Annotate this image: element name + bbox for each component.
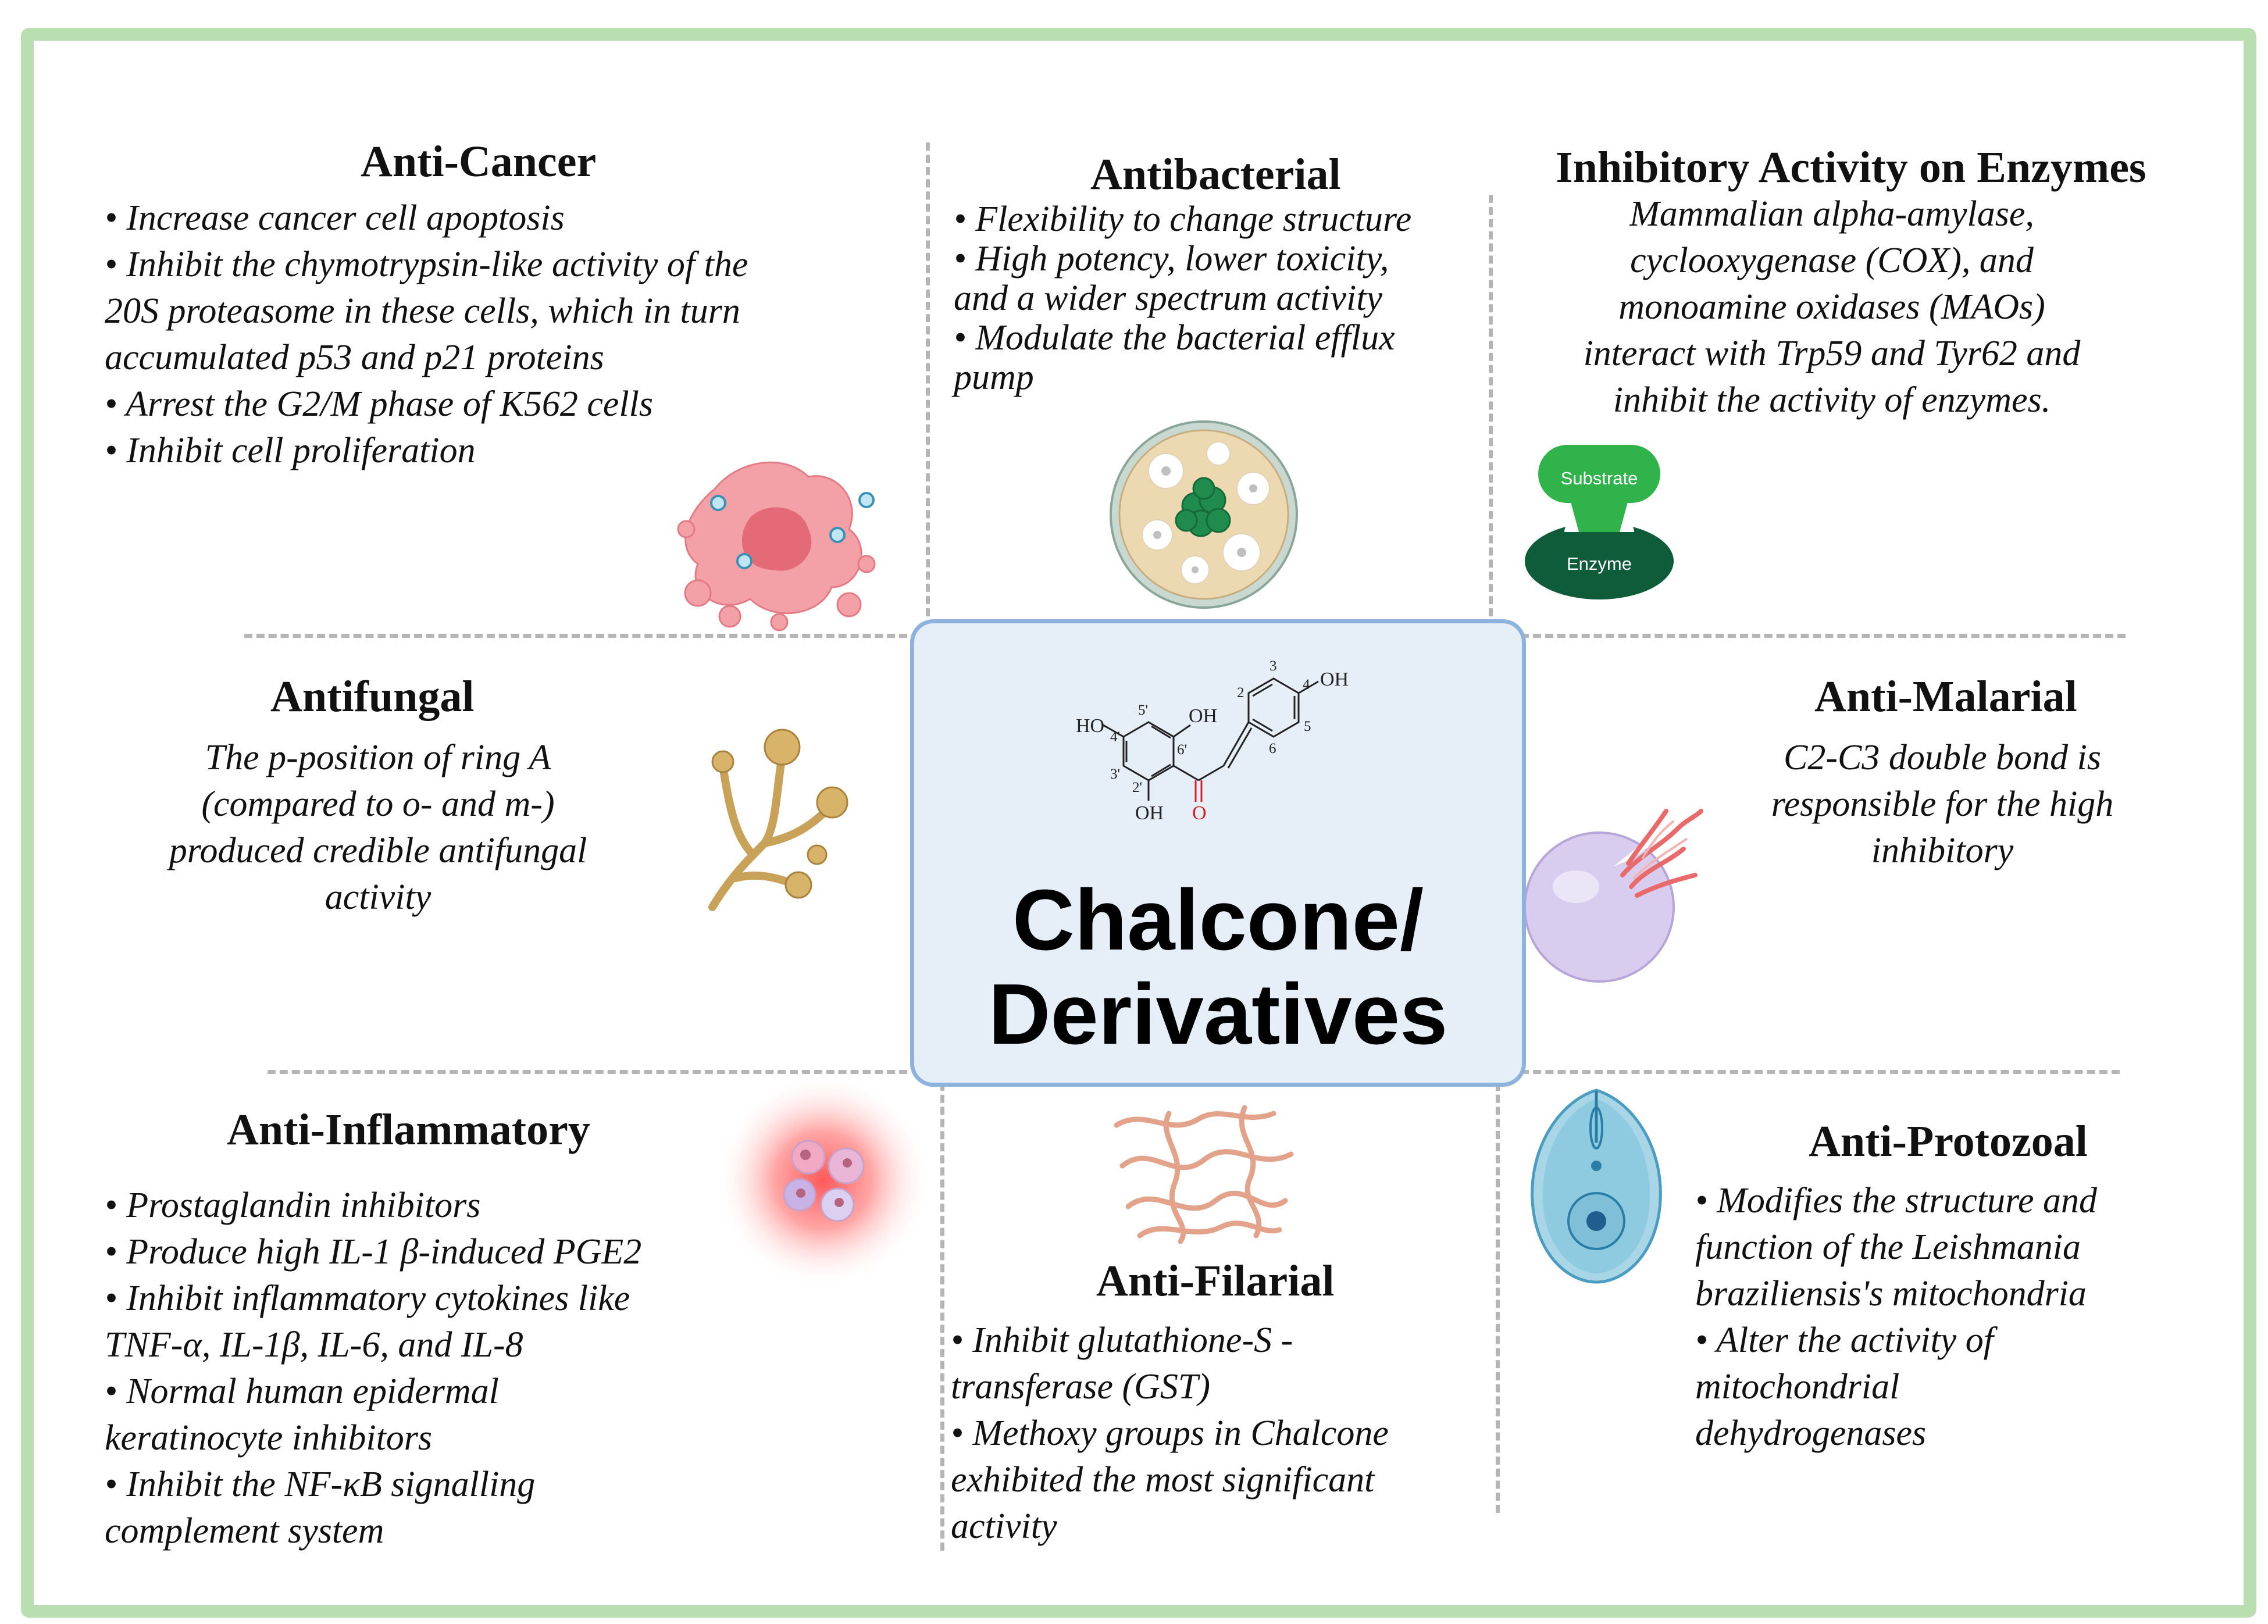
label-ho-left: HO [1076, 715, 1104, 737]
enzyme-label: Enzyme [1567, 554, 1632, 574]
enzymes-title: Inhibitory Activity on Enzymes [1556, 143, 2146, 192]
label-oh-bottom: OH [1135, 802, 1164, 824]
fungus-icon [708, 729, 848, 911]
text-line: • Inhibit inflammatory cytokines like [105, 1279, 630, 1318]
divider-right-lower [1521, 1070, 2120, 1074]
text-line: braziliensis's mitochondria [1695, 1274, 2087, 1314]
num-5: 5 [1304, 719, 1311, 734]
text-line: complement system [105, 1511, 384, 1551]
text-line: Mammalian alpha-amylase, [1629, 194, 2034, 234]
num-6p: 6' [1177, 742, 1187, 758]
anti-protozoal-title: Anti-Protozoal [1809, 1117, 2088, 1166]
text-line: The p-position of ring A [205, 738, 551, 777]
center-box: HO OH OH OH O 2 3 4 5 6 5' 4' 6' 3' 2' C… [910, 619, 1526, 1087]
substrate-label: Substrate [1561, 468, 1638, 488]
text-line: • Methoxy groups in Chalcone [951, 1414, 1389, 1453]
text-line: • Alter the activity of [1695, 1320, 1994, 1360]
text-line: accumulated p53 and p21 proteins [105, 338, 604, 377]
center-title: Chalcone/ Derivatives [914, 873, 1522, 1062]
label-oh-top: OH [1189, 705, 1217, 727]
text-line: transferase (GST) [951, 1367, 1211, 1407]
anti-inflammatory-title: Anti-Inflammatory [227, 1105, 590, 1154]
text-line: dehydrogenases [1695, 1414, 1927, 1453]
antibacterial-title: Antibacterial [1090, 150, 1341, 199]
anti-malarial-text: C2-C3 double bond is responsible for the… [1675, 734, 2210, 874]
anti-filarial-text: • Inhibit glutathione-S - transferase (G… [951, 1317, 1389, 1550]
inflamed-cells-icon [715, 1073, 930, 1288]
text-line: • Arrest the G2/M phase of K562 cells [105, 384, 654, 424]
antibacterial-text: • Flexibility to change structure • High… [954, 199, 1411, 397]
label-oh-right: OH [1320, 669, 1349, 690]
text-line: • Flexibility to change structure [954, 199, 1412, 239]
text-line: C2-C3 double bond is [1784, 738, 2101, 777]
text-line: monoamine oxidases (MAOs) [1618, 287, 2045, 327]
text-line: produced credible antifungal [169, 831, 587, 870]
num-5p: 5' [1138, 702, 1148, 718]
text-line: • Modulate the bacterial efflux [954, 318, 1395, 358]
text-line: inhibit the activity of enzymes. [1613, 380, 2051, 420]
text-line: exhibited the most significant [951, 1460, 1375, 1500]
text-line: activity [951, 1507, 1057, 1546]
anti-cancer-title: Anti-Cancer [361, 137, 597, 186]
text-line: • Normal human epidermal [105, 1372, 499, 1411]
text-line: and a wider spectrum activity [954, 279, 1382, 318]
text-line: interact with Trp59 and Tyr62 and [1583, 334, 2081, 373]
num-2: 2 [1237, 685, 1244, 701]
divider-right-upper [1521, 634, 2126, 638]
antifungal-text: The p-position of ring A (compared to o-… [99, 734, 657, 920]
text-line: • Inhibit glutathione-S - [951, 1320, 1293, 1360]
num-3: 3 [1269, 658, 1277, 674]
anti-inflammatory-text: • Prostaglandin inhibitors • Produce hig… [105, 1182, 641, 1554]
text-line: mitochondrial [1695, 1367, 1900, 1407]
anti-filarial-title: Anti-Filarial [1096, 1257, 1335, 1305]
text-line: • High potency, lower toxicity, [954, 239, 1389, 279]
text-line: • Inhibit cell proliferation [105, 431, 476, 470]
cancer-cell-icon [677, 461, 876, 631]
center-title-line: Chalcone/ [1012, 872, 1424, 968]
text-line: • Inhibit the chymotrypsin-like activity… [105, 245, 748, 284]
anti-malarial-title: Anti-Malarial [1814, 672, 2077, 721]
chalcone-structure: HO OH OH OH O 2 3 4 5 6 5' 4' 6' 3' 2' [1076, 658, 1349, 824]
petri-dish-icon [1110, 420, 1298, 609]
text-line: • Prostaglandin inhibitors [105, 1186, 481, 1225]
text-line: • Increase cancer cell apoptosis [105, 198, 565, 238]
num-4p: 4' [1110, 729, 1120, 745]
text-line: TNF-α, IL-1β, IL-6, and IL-8 [105, 1325, 523, 1365]
text-line: cyclooxygenase (COX), and [1630, 241, 2034, 280]
label-oxygen: O [1192, 802, 1207, 824]
text-line: activity [324, 877, 432, 917]
enzymes-text: Mammalian alpha-amylase, cyclooxygenase … [1535, 191, 2128, 423]
text-line: • Modifies the structure and [1695, 1181, 2097, 1220]
num-2p: 2' [1132, 780, 1142, 795]
text-line: keratinocyte inhibitors [105, 1418, 433, 1458]
center-title-line: Derivatives [988, 966, 1448, 1062]
divider-bottom-right [1496, 1083, 1500, 1513]
text-line: (compared to o- and m-) [201, 784, 555, 824]
filarial-worms-icon [1114, 1105, 1294, 1244]
divider-bottom-left [940, 1083, 944, 1551]
divider-left-upper [244, 634, 907, 638]
protozoa-icon [1531, 1088, 1662, 1284]
enzyme-substrate-icon: Substrate Enzyme [1525, 445, 1674, 599]
text-line: 20S proteasome in these cells, which in … [105, 291, 740, 331]
text-line: • Inhibit the NF-κB signalling [105, 1465, 536, 1504]
text-line: • Produce high IL-1 β-induced PGE2 [105, 1232, 642, 1272]
num-3p: 3' [1110, 766, 1120, 782]
divider-top-left [926, 142, 930, 616]
text-line: responsible for the high [1771, 784, 2114, 824]
malaria-cell-icon [1524, 809, 1703, 983]
antifungal-title: Antifungal [270, 672, 475, 721]
divider-left-lower [268, 1070, 907, 1074]
anti-protozoal-text: • Modifies the structure and function of… [1695, 1177, 2097, 1457]
text-line: inhibitory [1871, 831, 2014, 870]
num-6: 6 [1269, 741, 1276, 756]
num-4: 4 [1303, 677, 1310, 693]
text-line: function of the Leishmania [1695, 1227, 2081, 1267]
text-line: pump [954, 358, 1034, 397]
anti-cancer-text: • Increase cancer cell apoptosis • Inhib… [105, 195, 748, 474]
divider-top-right [1489, 195, 1493, 616]
